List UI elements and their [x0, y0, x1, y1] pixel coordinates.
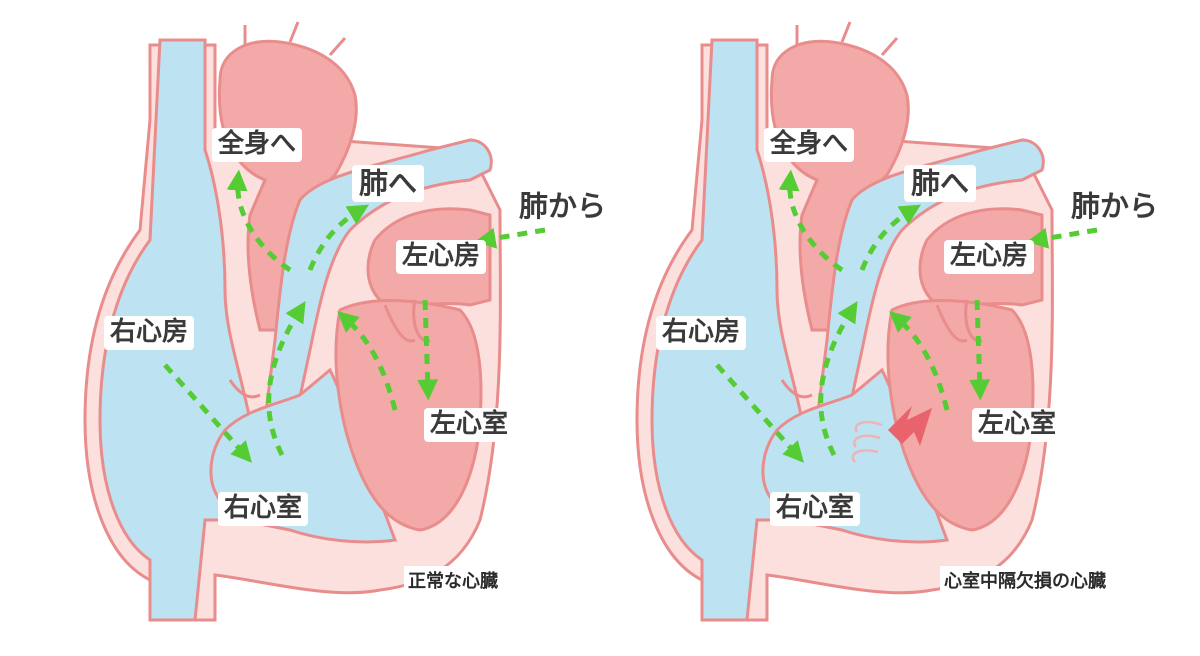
vsd-heart-panel: 全身へ 肺へ 肺から 左心房 右心房 左心室 右心室 心室中隔欠損の心臓 [552, 0, 1166, 656]
label-right-ventricle: 右心室 [770, 492, 861, 526]
septal-defect-flow [851, 420, 883, 463]
flow-arrow-left-atrium-to-left-ventricle [417, 299, 439, 401]
flow-arrow-right-ventricle-to-lung [859, 204, 922, 271]
label-left-atrium: 左心房 [944, 240, 1035, 274]
caption-vsd-heart: 心室中隔欠損の心臓 [940, 566, 1110, 594]
flow-arrow-left-ventricle-outflow [889, 311, 950, 411]
flow-arrow-right-ventricle-to-lung [307, 204, 370, 271]
flow-arrow-right-ventricle-outflow [818, 301, 858, 457]
tricuspid-valve [228, 379, 261, 399]
label-left-ventricle: 左心室 [424, 408, 515, 442]
flow-arrow-right-atrium-to-right-ventricle [715, 363, 804, 463]
label-to-lung: 肺へ [904, 165, 977, 203]
normal-heart-panel: 全身へ 肺へ 肺から 左心房 右心房 左心室 右心室 正常な心臓 [83, 21, 607, 622]
label-right-atrium: 右心房 [656, 316, 747, 350]
defect-shunt-arrow [888, 406, 932, 446]
pulmonary-artery [815, 138, 1045, 422]
flow-arrow-left-ventricle-to-aorta [778, 169, 844, 273]
label-to-body: 全身へ [212, 128, 303, 162]
normal-heart-illustration [83, 21, 546, 622]
caption-normal-heart: 正常な心臓 [404, 566, 502, 594]
flow-arrow-right-atrium-to-right-ventricle [163, 363, 252, 463]
pulmonary-artery [263, 138, 493, 422]
label-from-lung: 肺から [512, 188, 614, 226]
label-left-atrium: 左心房 [396, 240, 487, 274]
vsd-heart-illustration [635, 21, 1098, 622]
tricuspid-valve [780, 379, 813, 399]
flow-arrow-left-ventricle-outflow [337, 311, 398, 411]
label-to-lung: 肺へ [352, 165, 425, 203]
left-ventricle [334, 299, 483, 532]
label-from-lung: 肺から [1064, 188, 1166, 226]
flow-arrow-left-atrium-to-left-ventricle [969, 299, 991, 401]
label-left-ventricle: 左心室 [972, 408, 1063, 442]
flow-arrow-left-ventricle-to-aorta [226, 169, 292, 273]
label-right-ventricle: 右心室 [218, 492, 309, 526]
label-right-atrium: 右心房 [104, 316, 195, 350]
flow-arrow-right-ventricle-outflow [266, 301, 306, 457]
label-to-body: 全身へ [764, 128, 855, 162]
